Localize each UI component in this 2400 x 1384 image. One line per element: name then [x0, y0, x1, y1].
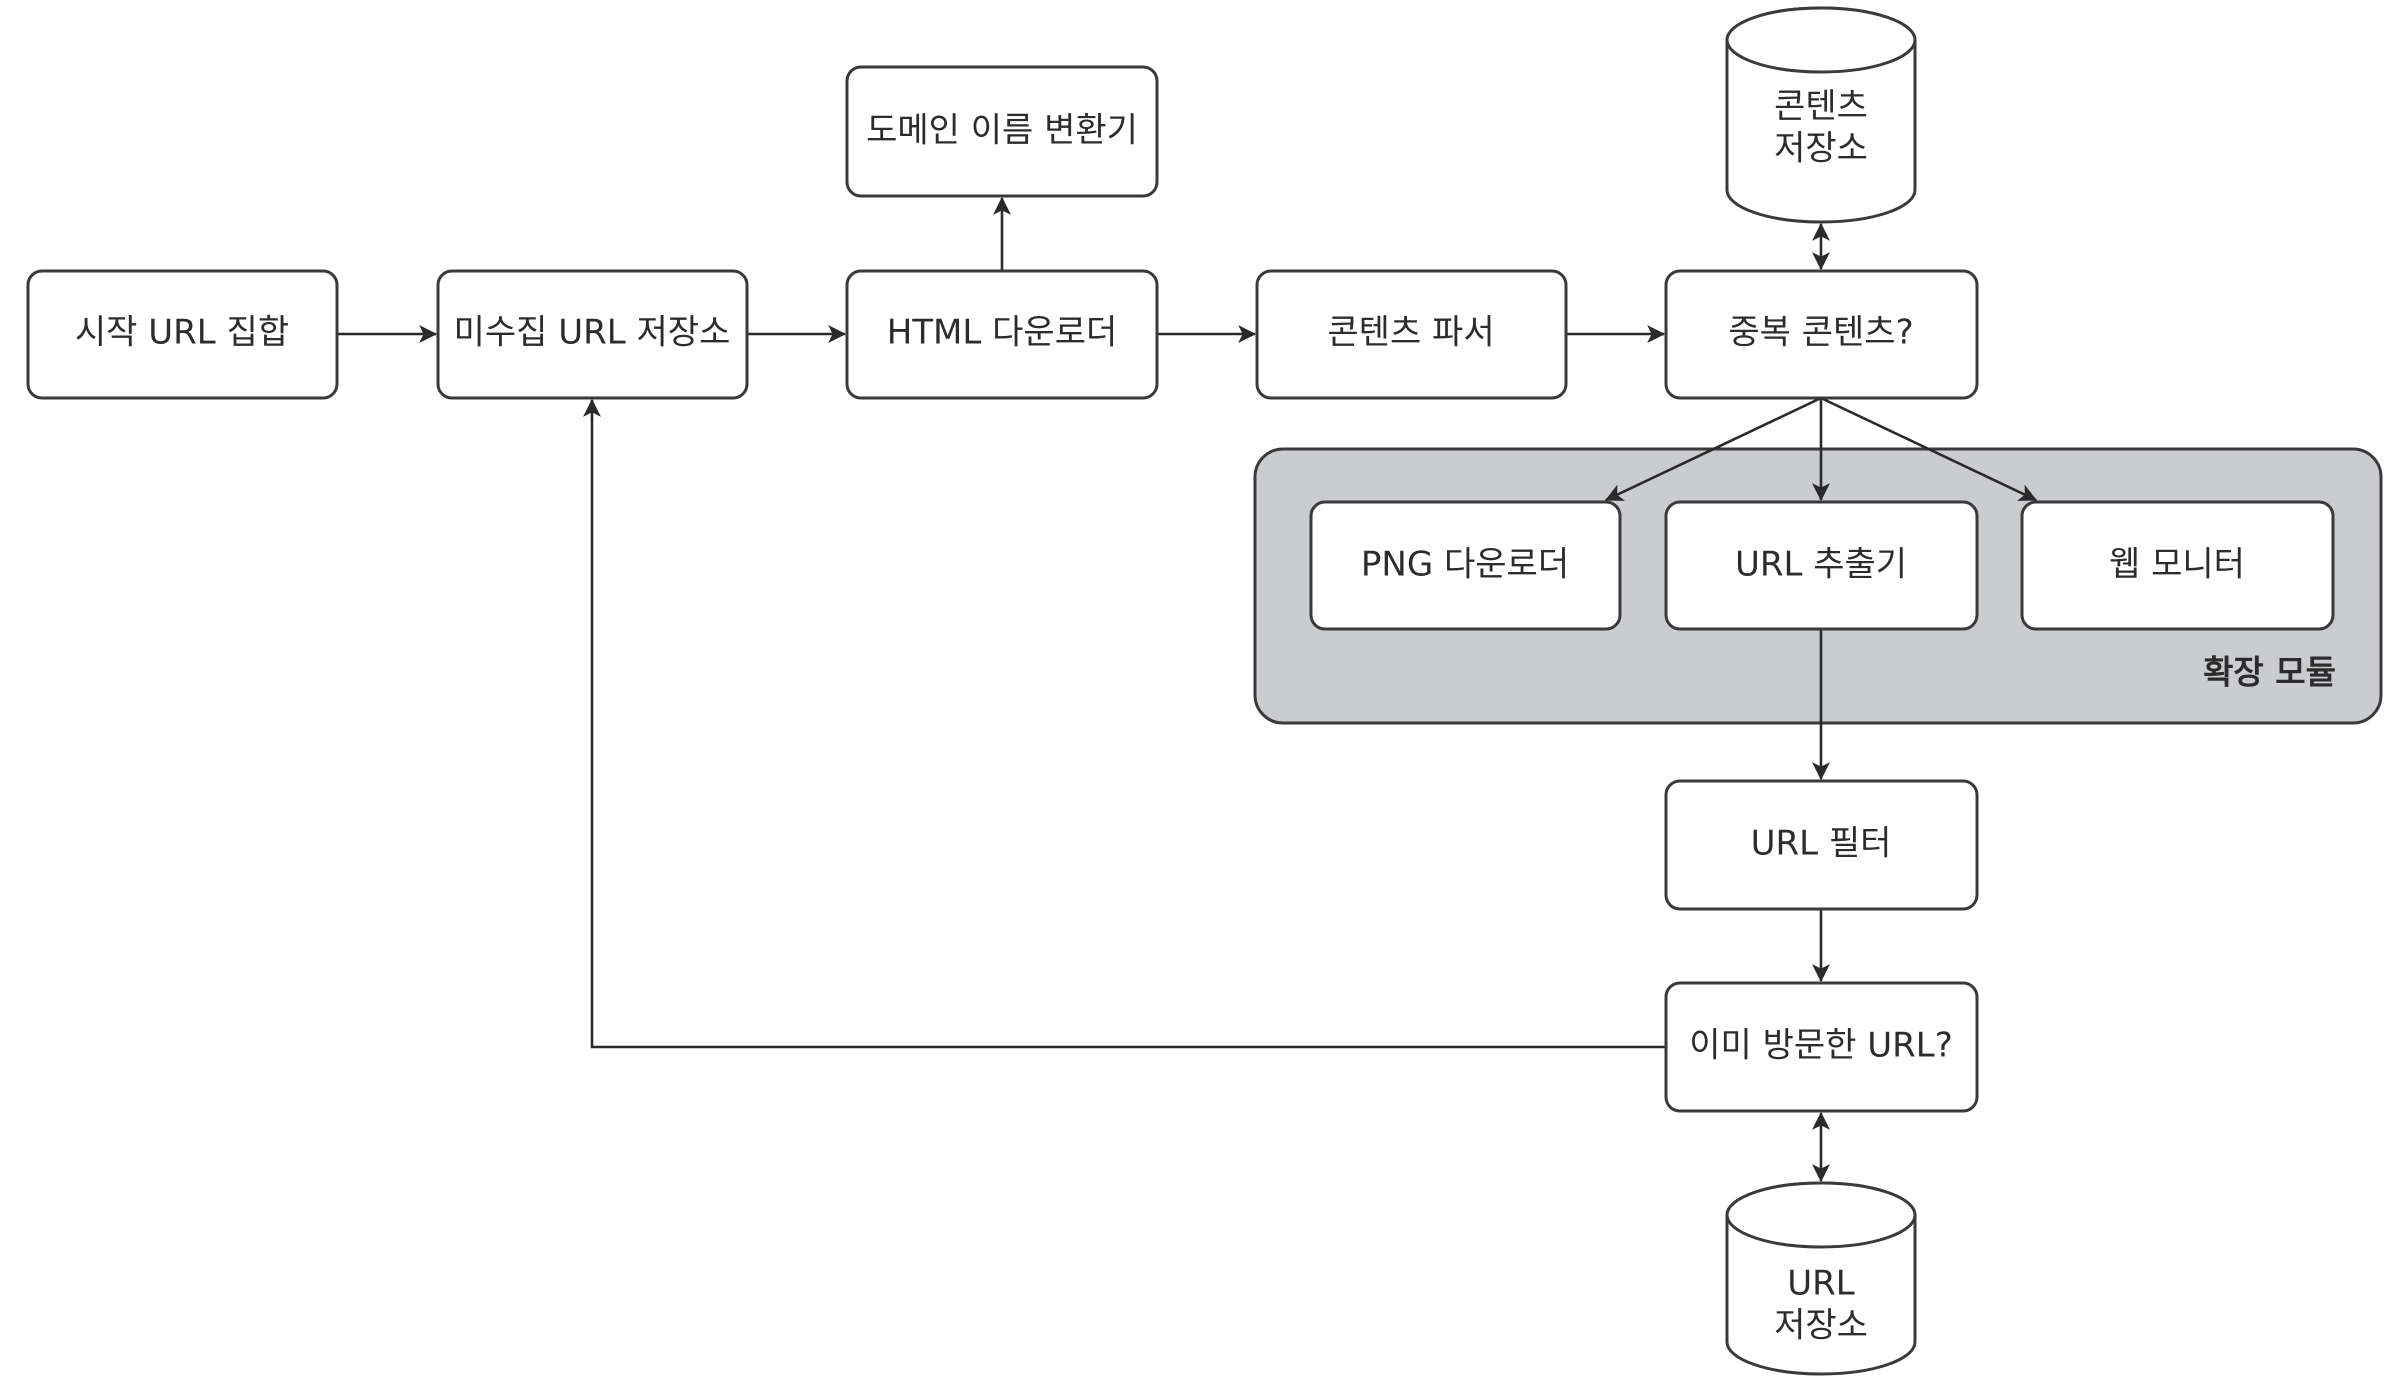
extension-module-label: 확장 모듈 [2203, 653, 2336, 692]
node-seed-urls-label: 시작 URL 집합 [75, 313, 289, 353]
url-storage-label-line1: URL [1787, 1264, 1855, 1304]
node-content-storage[interactable]: 콘텐츠 저장소 [1725, 6, 1917, 224]
node-html-downloader-label: HTML 다운로더 [887, 313, 1118, 353]
edge-url-seen-to-frontier [583, 398, 1666, 1049]
node-url-seen[interactable]: 이미 방문한 URL? [1664, 981, 1979, 1113]
edges [337, 196, 2038, 1183]
node-url-extractor-label: URL 추출기 [1735, 545, 1907, 585]
node-url-seen-label: 이미 방문한 URL? [1689, 1026, 1953, 1066]
node-url-filter[interactable]: URL 필터 [1664, 779, 1979, 911]
node-content-seen-label: 중복 콘텐츠? [1728, 313, 1913, 353]
node-png-downloader-label: PNG 다운로더 [1361, 545, 1569, 585]
node-dns-resolver[interactable]: 도메인 이름 변환기 [845, 65, 1159, 198]
node-web-monitor-label: 웹 모니터 [2109, 545, 2245, 585]
url-storage-label-line2: 저장소 [1774, 1306, 1868, 1346]
node-content-parser[interactable]: 콘텐츠 파서 [1255, 269, 1568, 400]
content-storage-label-line1: 콘텐츠 [1774, 87, 1868, 127]
node-seed-urls[interactable]: 시작 URL 집합 [26, 269, 339, 400]
content-storage-label-line2: 저장소 [1774, 129, 1868, 169]
node-url-frontier[interactable]: 미수집 URL 저장소 [436, 269, 749, 400]
edge-content-seen-to-web-monitor [1820, 396, 2038, 502]
node-content-parser-label: 콘텐츠 파서 [1327, 313, 1494, 353]
node-url-storage[interactable]: URL 저장소 [1725, 1181, 1917, 1376]
node-url-extractor[interactable]: URL 추출기 [1664, 500, 1979, 631]
node-url-frontier-label: 미수집 URL 저장소 [454, 313, 731, 353]
node-html-downloader[interactable]: HTML 다운로더 [845, 269, 1159, 400]
node-png-downloader[interactable]: PNG 다운로더 [1309, 500, 1622, 631]
node-web-monitor[interactable]: 웹 모니터 [2020, 500, 2335, 631]
node-dns-resolver-label: 도메인 이름 변환기 [866, 111, 1138, 151]
node-url-filter-label: URL 필터 [1751, 824, 1892, 864]
node-content-seen[interactable]: 중복 콘텐츠? [1664, 269, 1979, 400]
edge-content-seen-to-png [1604, 396, 1822, 502]
